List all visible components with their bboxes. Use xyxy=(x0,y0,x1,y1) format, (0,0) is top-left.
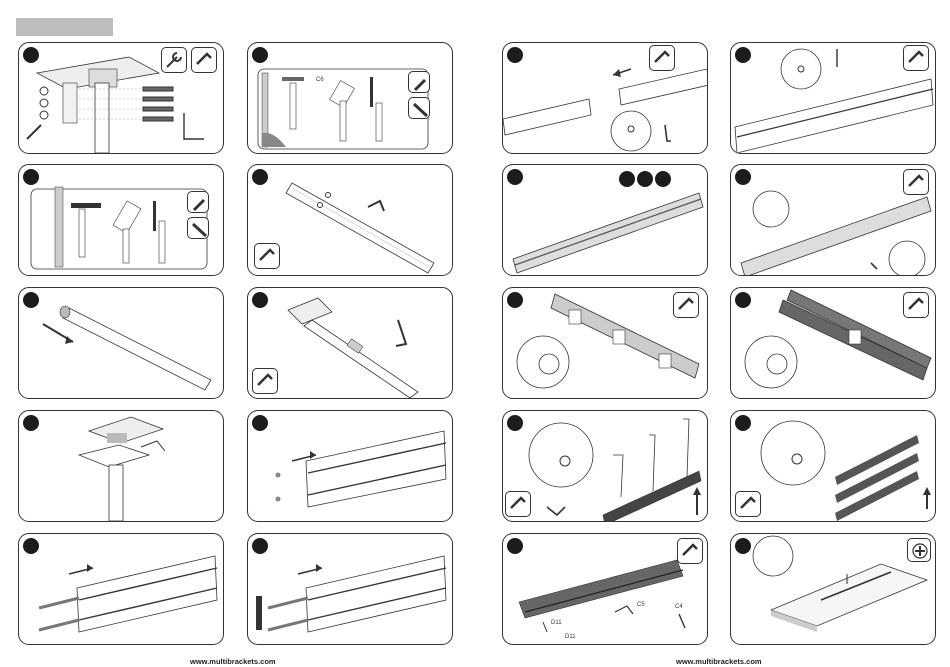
label-c5: C5 xyxy=(637,602,645,608)
hex-key-icon xyxy=(191,47,217,73)
screwdriver-icon xyxy=(408,71,430,93)
rail-screws-illustration xyxy=(248,411,453,522)
step-panel-r10 xyxy=(730,533,936,645)
hex-key-icon xyxy=(505,491,531,517)
hex-key-icon xyxy=(903,45,929,71)
screwdriver-icon xyxy=(187,191,209,213)
step-panel-l4 xyxy=(247,164,453,276)
step-panel-l1 xyxy=(18,42,224,154)
footer-url-left[interactable]: www.multibrackets.com xyxy=(190,657,276,666)
label-d11-a: D11 xyxy=(551,620,562,626)
step-panel-r5 xyxy=(502,287,708,399)
rail-insert-illustration xyxy=(19,534,224,645)
step-panel-l5 xyxy=(18,287,224,399)
ceiling-hang-illustration xyxy=(503,411,708,522)
hex-key-icon xyxy=(677,538,703,564)
step-panel-l7 xyxy=(18,410,224,522)
bracket-mount-illustration xyxy=(19,411,224,522)
label-c6: C6 xyxy=(316,77,324,83)
step-panel-r1 xyxy=(502,42,708,154)
rail-endcap-illustration xyxy=(248,534,453,645)
wrench-icon xyxy=(161,47,187,73)
hex-key-icon xyxy=(735,491,761,517)
step-panel-r6 xyxy=(730,287,936,399)
step-panel-l8 xyxy=(247,410,453,522)
screwdriver-icon xyxy=(187,217,209,239)
plus-screwdriver-icon xyxy=(907,538,931,562)
hex-key-icon xyxy=(673,292,699,318)
plate-to-tube-illustration xyxy=(248,288,453,399)
footer-url-right[interactable]: www.multibrackets.com xyxy=(676,657,762,666)
label-c4: C4 xyxy=(675,604,683,610)
hex-key-icon xyxy=(252,368,278,394)
step-panel-r8 xyxy=(730,410,936,522)
screwdriver-icon xyxy=(408,97,430,119)
step-panel-l10 xyxy=(247,533,453,645)
step-number-badge xyxy=(655,171,671,187)
hex-key-icon xyxy=(903,292,929,318)
ceiling-panel-illustration xyxy=(731,534,936,645)
rail-join-illustration xyxy=(503,43,708,154)
step-panel-r7 xyxy=(502,410,708,522)
label-d11-b: D11 xyxy=(565,634,576,640)
step-panel-l9 xyxy=(18,533,224,645)
header-bar xyxy=(16,18,113,36)
hex-key-icon xyxy=(649,45,675,71)
step-panel-l2: C6 xyxy=(247,42,453,154)
step-panel-r2 xyxy=(730,42,936,154)
step-panel-r3 xyxy=(502,164,708,276)
multi-rail-hang-illustration xyxy=(731,411,936,522)
tube-assembly-illustration xyxy=(19,288,224,399)
step-panel-l6 xyxy=(247,287,453,399)
long-rail-illustration xyxy=(503,165,708,276)
hex-key-icon xyxy=(254,243,280,269)
step-panel-l3 xyxy=(18,164,224,276)
step-number-badge xyxy=(637,171,653,187)
step-number-badge xyxy=(619,171,635,187)
hex-key-icon xyxy=(903,169,929,195)
step-panel-r9: C5 C4 D11 D11 xyxy=(502,533,708,645)
step-panel-r4 xyxy=(730,164,936,276)
